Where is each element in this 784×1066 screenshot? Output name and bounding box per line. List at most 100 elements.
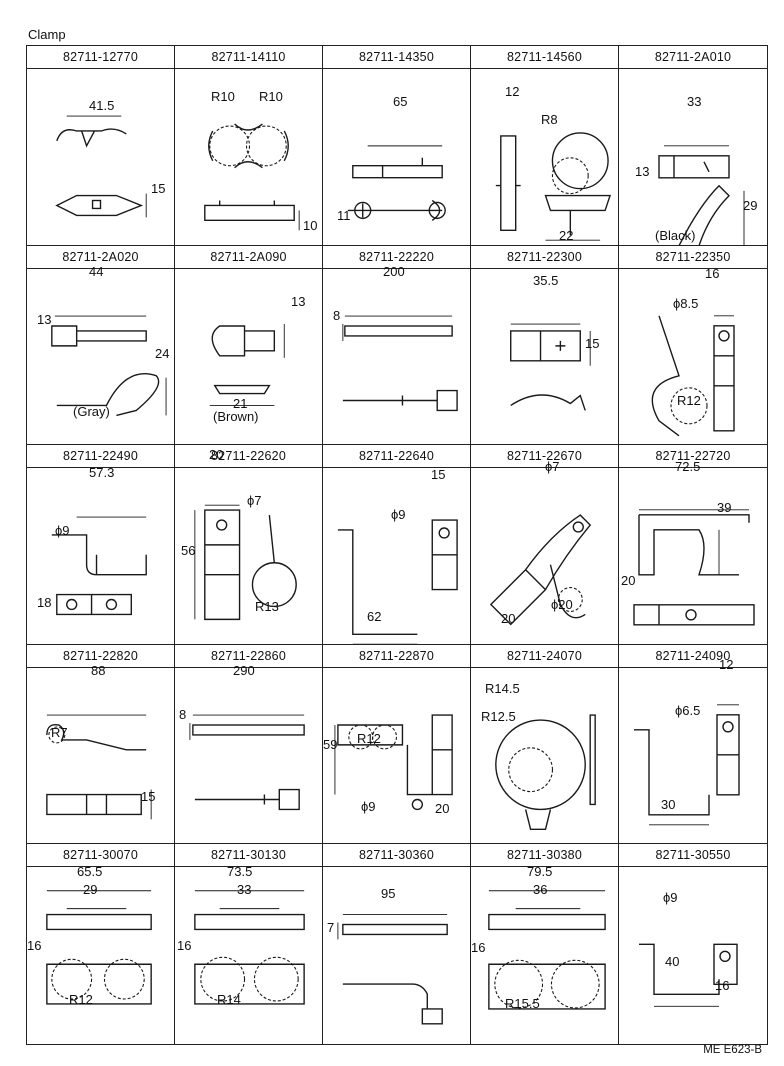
- dimension-label: 8: [333, 307, 341, 323]
- color-label: (Gray): [73, 403, 110, 419]
- clamp-cell: 82711-22720 72.5 39 20: [619, 445, 767, 645]
- dimension-label: 62: [367, 609, 382, 625]
- part-number: 82711-30550: [619, 844, 767, 868]
- part-number: 82711-14110: [175, 46, 322, 69]
- dimension-label: R12: [677, 392, 701, 408]
- dimension-label: ϕ9: [391, 507, 406, 523]
- clamp-cell: 82711-24070 R14.5 R12.5: [471, 644, 619, 845]
- part-number: 82711-22670: [471, 445, 618, 469]
- dimension-label: 16: [715, 978, 730, 994]
- clamp-grid: 82711-12770 41.5 15 82711-14110 R10 R10 …: [26, 45, 768, 1045]
- dimension-label: 15: [431, 467, 446, 483]
- part-number: 82711-24090: [619, 645, 767, 668]
- clamp-drawing: [51, 315, 167, 416]
- dimension-label: 13: [635, 164, 650, 179]
- part-number: 82711-22860: [175, 645, 322, 668]
- color-label: (Black): [655, 228, 696, 243]
- dimension-label: 24: [155, 345, 170, 361]
- part-number: 82711-22350: [619, 246, 767, 269]
- dimension-label: ϕ8.5: [673, 295, 699, 311]
- clamp-cell: 82711-30130 73.5 33 16 R14: [175, 844, 323, 1044]
- clamp-drawing: [209, 323, 285, 406]
- clamp-drawing: [334, 714, 453, 810]
- clamp-drawing: [488, 890, 606, 1011]
- clamp-drawing: [633, 509, 755, 626]
- dimension-label: ϕ7: [247, 493, 262, 509]
- dimension-label: 7: [327, 920, 335, 936]
- clamp-drawing: [651, 314, 735, 436]
- clamp-drawing: [495, 714, 596, 830]
- part-number: 82711-30360: [323, 844, 470, 868]
- dimension-label: 290: [233, 662, 255, 678]
- document-code: ME E623-B: [703, 1044, 762, 1056]
- dimension-label: R8: [541, 112, 558, 127]
- dimension-label: 18: [37, 595, 52, 611]
- dimension-label: 11: [337, 208, 351, 223]
- dimension-label: R12.5: [481, 708, 516, 724]
- part-number: 82711-22300: [471, 246, 618, 269]
- part-number: 82711-30130: [175, 844, 322, 868]
- dimension-label: ϕ9: [361, 798, 376, 814]
- dimension-label: 21: [233, 395, 248, 411]
- clamp-drawing: [194, 890, 305, 1006]
- clamp-cell: 82711-30360 95 7: [323, 844, 471, 1044]
- dimension-label: 13: [291, 293, 306, 309]
- clamp-drawing: [634, 704, 740, 826]
- clamp-cell: 82711-22870 59 R12 ϕ9 20: [323, 644, 471, 845]
- clamp-cell: 82711-14560 12 R8 22: [471, 46, 619, 246]
- dimension-label: 35.5: [533, 272, 559, 288]
- dimension-label: 65: [393, 94, 408, 109]
- part-number: 82711-24070: [471, 645, 618, 668]
- dimension-label: 41.5: [89, 98, 115, 113]
- dimension-label: 30: [661, 796, 676, 812]
- dimension-label: R10: [259, 89, 283, 104]
- dimension-label: 20: [435, 800, 450, 816]
- dimension-label: 79.5: [527, 864, 553, 880]
- clamp-cell: 82711-30550 ϕ9 40 16: [619, 844, 767, 1044]
- dimension-label: ϕ9: [663, 890, 678, 906]
- clamp-drawing: [342, 315, 458, 411]
- part-number: 82711-14350: [323, 46, 470, 69]
- clamp-cell: 82711-14110 R10 R10 10: [175, 46, 323, 246]
- clamp-cell: 82711-22640 15 ϕ9 62: [323, 445, 471, 645]
- part-number: 82711-30070: [27, 844, 174, 868]
- dimension-label: 88: [91, 662, 106, 678]
- clamp-cell: 82711-22860 290 8: [175, 644, 323, 845]
- dimension-label: 10: [303, 218, 318, 233]
- dimension-label: 56: [181, 543, 196, 559]
- dimension-label: 36: [533, 882, 548, 898]
- clamp-drawing: [658, 145, 745, 245]
- part-number: 82711-2A020: [27, 246, 174, 269]
- dimension-label: ϕ7: [545, 459, 560, 475]
- dimension-label: ϕ9: [55, 523, 70, 539]
- clamp-cell: 82711-22490 57.3 ϕ9 18: [27, 445, 175, 645]
- dimension-label: R12: [69, 992, 93, 1008]
- clamp-cell: 82711-24090 12 ϕ6.5 30: [619, 645, 767, 845]
- clamp-cell: 82711-22300 35.5 15: [471, 245, 619, 446]
- dimension-label: 22: [559, 228, 574, 243]
- dimension-label: 39: [717, 500, 732, 516]
- dimension-label: 65.5: [77, 864, 103, 880]
- page-title: Clamp: [28, 27, 66, 42]
- part-number: 82711-22720: [619, 445, 767, 469]
- clamp-cell: 82711-22220 200 8: [323, 245, 471, 446]
- dimension-label: 29: [83, 882, 98, 898]
- dimension-label: R15.5: [505, 996, 540, 1012]
- clamp-drawing: [639, 943, 738, 1008]
- dimension-label: 12: [505, 84, 520, 99]
- dimension-label: R7: [51, 724, 68, 740]
- part-number: 82711-12770: [27, 46, 174, 69]
- part-number: 82711-22220: [323, 246, 470, 269]
- dimension-label: 15: [585, 335, 600, 351]
- dimension-label: 44: [89, 263, 104, 279]
- dimension-label: R12: [357, 730, 381, 746]
- clamp-cell: 82711-22350 16 ϕ8.5 R12: [619, 246, 767, 446]
- dimension-label: 13: [37, 311, 52, 327]
- clamp-drawing: [194, 504, 297, 621]
- dimension-label: 16: [705, 265, 720, 281]
- clamp-drawing: [347, 145, 446, 221]
- clamp-drawing: [46, 890, 152, 1006]
- dimension-label: R13: [255, 599, 279, 615]
- dimension-label: 40: [665, 954, 680, 970]
- part-number: 82711-22620: [175, 445, 322, 469]
